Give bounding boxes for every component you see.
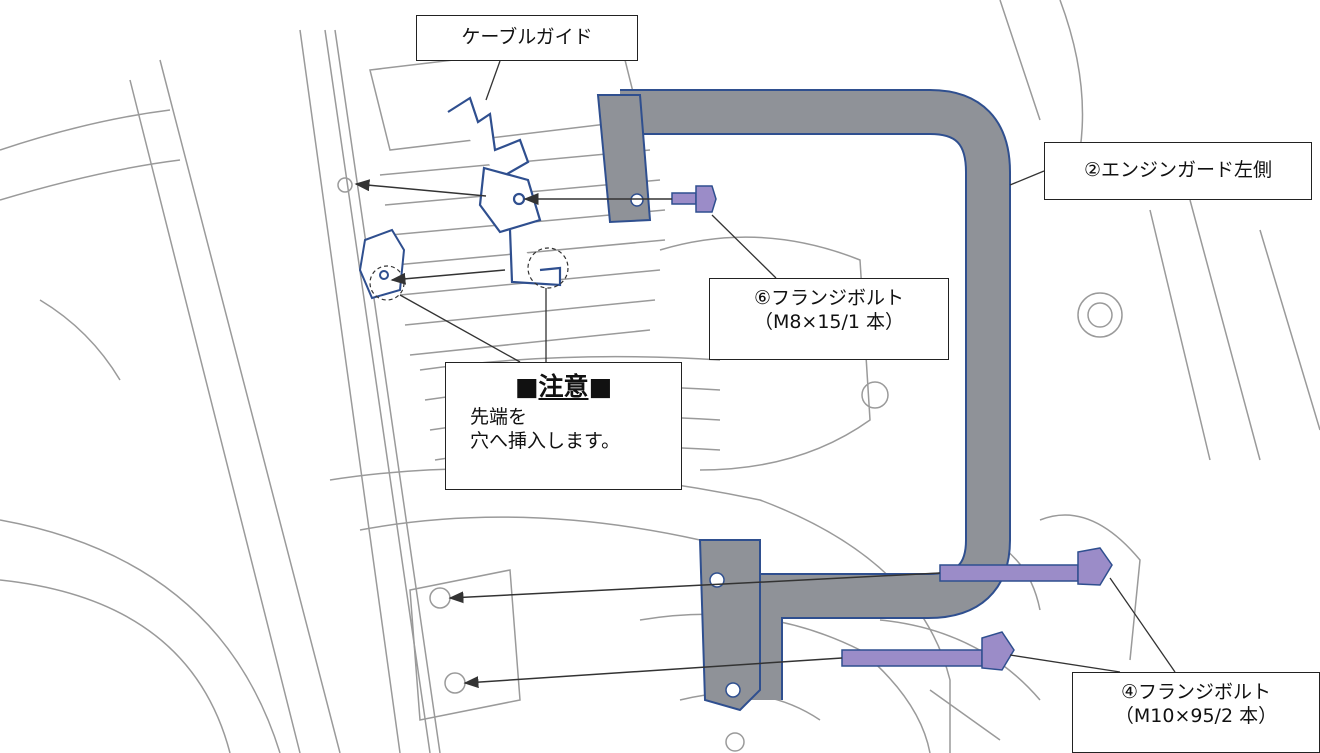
detail-circle-guide-tip: [527, 247, 569, 289]
caution-mark-right: ■: [588, 372, 613, 401]
cable-guide-hole: [512, 192, 526, 206]
bolt-4-upper-head: [1077, 547, 1113, 586]
leader-bolt6: [711, 214, 777, 279]
cable-guide-part: [447, 96, 562, 287]
bolt-4-lower: [841, 631, 1015, 671]
callout-cable-guide-label: ケーブルガイド: [461, 26, 593, 48]
arrow-bolt4-lower: [463, 657, 843, 689]
callout-bolt4-name: ④フランジボルト: [1120, 681, 1272, 703]
rear-frame-lines: [999, 0, 1320, 461]
bolt-6: [671, 185, 717, 213]
lower-footrest-area: [879, 619, 1041, 741]
callout-cable-guide: ケーブルガイド: [416, 15, 638, 61]
callout-flange-bolt-4: ④フランジボルト （M10×95/2 本）: [1072, 672, 1320, 753]
engine-mount-boss-inner: [1087, 302, 1113, 328]
callout-bolt6-spec: （M8×15/1 本）: [753, 310, 905, 333]
arrow-tail-to-bracket: [390, 269, 506, 285]
leader-bolt4-upper: [1109, 577, 1176, 673]
engine-guard-upper-mount: [596, 94, 652, 224]
callout-engine-guard-label: ②エンジンガード左側: [1083, 159, 1273, 181]
caution-line-2: 穴へ挿入します。: [470, 430, 621, 452]
left-frame-lines: [0, 109, 181, 381]
leader-bolt4-lower: [1009, 654, 1121, 673]
leader-note-bracket: [399, 294, 521, 363]
arrow-bolt4-upper: [448, 572, 941, 604]
right-engine-mount: [989, 514, 1141, 661]
callout-engine-guard: ②エンジンガード左側: [1044, 142, 1312, 200]
bolt-4-lower-head: [981, 631, 1015, 671]
callout-caution-note: ■注意■ 先端を 穴へ挿入します。: [445, 362, 682, 490]
bracket-hole-lower: [444, 672, 466, 694]
bracket-hole-upper: [429, 587, 451, 609]
leader-lines: [399, 60, 1176, 673]
bolt-6-head: [695, 185, 717, 213]
front-bracket-part: [358, 228, 406, 300]
bolt-6-shank: [671, 192, 697, 205]
assembly-arrows: [354, 179, 941, 689]
bolt-4-lower-shank: [841, 649, 983, 667]
caution-title: 注意: [538, 372, 589, 401]
caution-mark-left: ■: [514, 372, 539, 401]
cable-guide-plate: [478, 166, 542, 234]
guard-lower-hole-2: [725, 682, 741, 698]
cover-screw: [725, 732, 745, 752]
caution-line-1: 先端を: [470, 406, 528, 429]
arrow-cable-guide-to-frame: [354, 179, 487, 197]
crankcase-cover: [639, 613, 931, 753]
leader-engine-guard: [1009, 170, 1045, 186]
cable-guide-tail: [508, 229, 562, 287]
fork-tube: [299, 29, 441, 753]
callout-flange-bolt-6: ⑥フランジボルト （M8×15/1 本）: [709, 278, 949, 360]
front-fork-outer: [129, 59, 341, 753]
engine-guard-tube-fill: [620, 91, 1009, 700]
front-bracket-hole: [379, 270, 389, 280]
upper-bolt-hole: [337, 177, 353, 193]
leader-cable-guide: [485, 60, 501, 101]
bolt-4-upper-shank: [939, 564, 1079, 582]
front-bracket-body: [358, 228, 406, 300]
engine-case-upper: [659, 236, 871, 471]
front-wheel-arc: [0, 519, 281, 753]
callout-bolt4-spec: （M10×95/2 本）: [1114, 704, 1278, 727]
lower-mount-bolt-head: [861, 381, 889, 409]
caution-heading: ■注意■: [446, 371, 681, 402]
detail-circle-bracket-hole: [369, 265, 405, 301]
engine-mount-boss: [1077, 292, 1123, 338]
bolt-4-upper: [939, 547, 1113, 586]
guard-upper-hole: [630, 193, 644, 207]
cable-guide-hook: [447, 96, 530, 179]
front-bracket-plate: [409, 569, 521, 721]
callout-bolt6-name: ⑥フランジボルト: [753, 287, 905, 309]
